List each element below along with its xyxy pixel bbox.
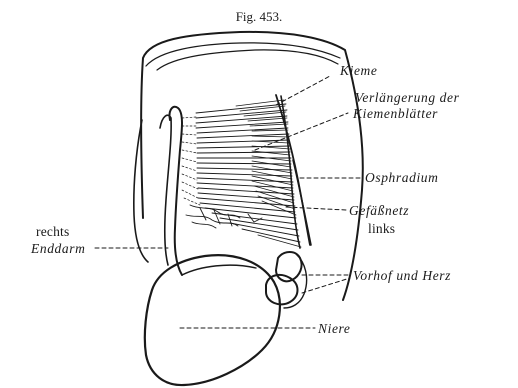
- label-vorhof-und-herz: Vorhof und Herz: [353, 268, 451, 283]
- lamellae-extension: [182, 117, 200, 205]
- leader-gefaessnetz: [286, 207, 346, 210]
- label-verlaengerung-line2: Kiemenblätter: [353, 106, 438, 121]
- label-links: links: [368, 221, 395, 236]
- leader-kieme: [276, 76, 330, 105]
- label-gefaessnetz: Gefäßnetz: [349, 203, 409, 218]
- label-osphradium: Osphradium: [365, 170, 439, 185]
- leader-lines: [95, 76, 362, 328]
- leader-vorhof-2: [302, 278, 350, 293]
- label-rechts: rechts: [36, 224, 69, 239]
- kidney-upper-lip: [182, 265, 256, 275]
- rectum-inner: [160, 115, 171, 265]
- label-kieme: Kieme: [340, 63, 378, 78]
- leader-verlaengerung: [255, 113, 348, 150]
- label-verlaengerung-line1: Verlängerung der: [355, 90, 459, 105]
- label-niere: Niere: [318, 321, 351, 336]
- label-enddarm: Enddarm: [31, 241, 85, 256]
- vessel-network: [186, 205, 262, 228]
- kidney-outline: [145, 255, 280, 385]
- mantle-inner-line: [157, 50, 338, 70]
- osphradium-ridge: [293, 160, 311, 245]
